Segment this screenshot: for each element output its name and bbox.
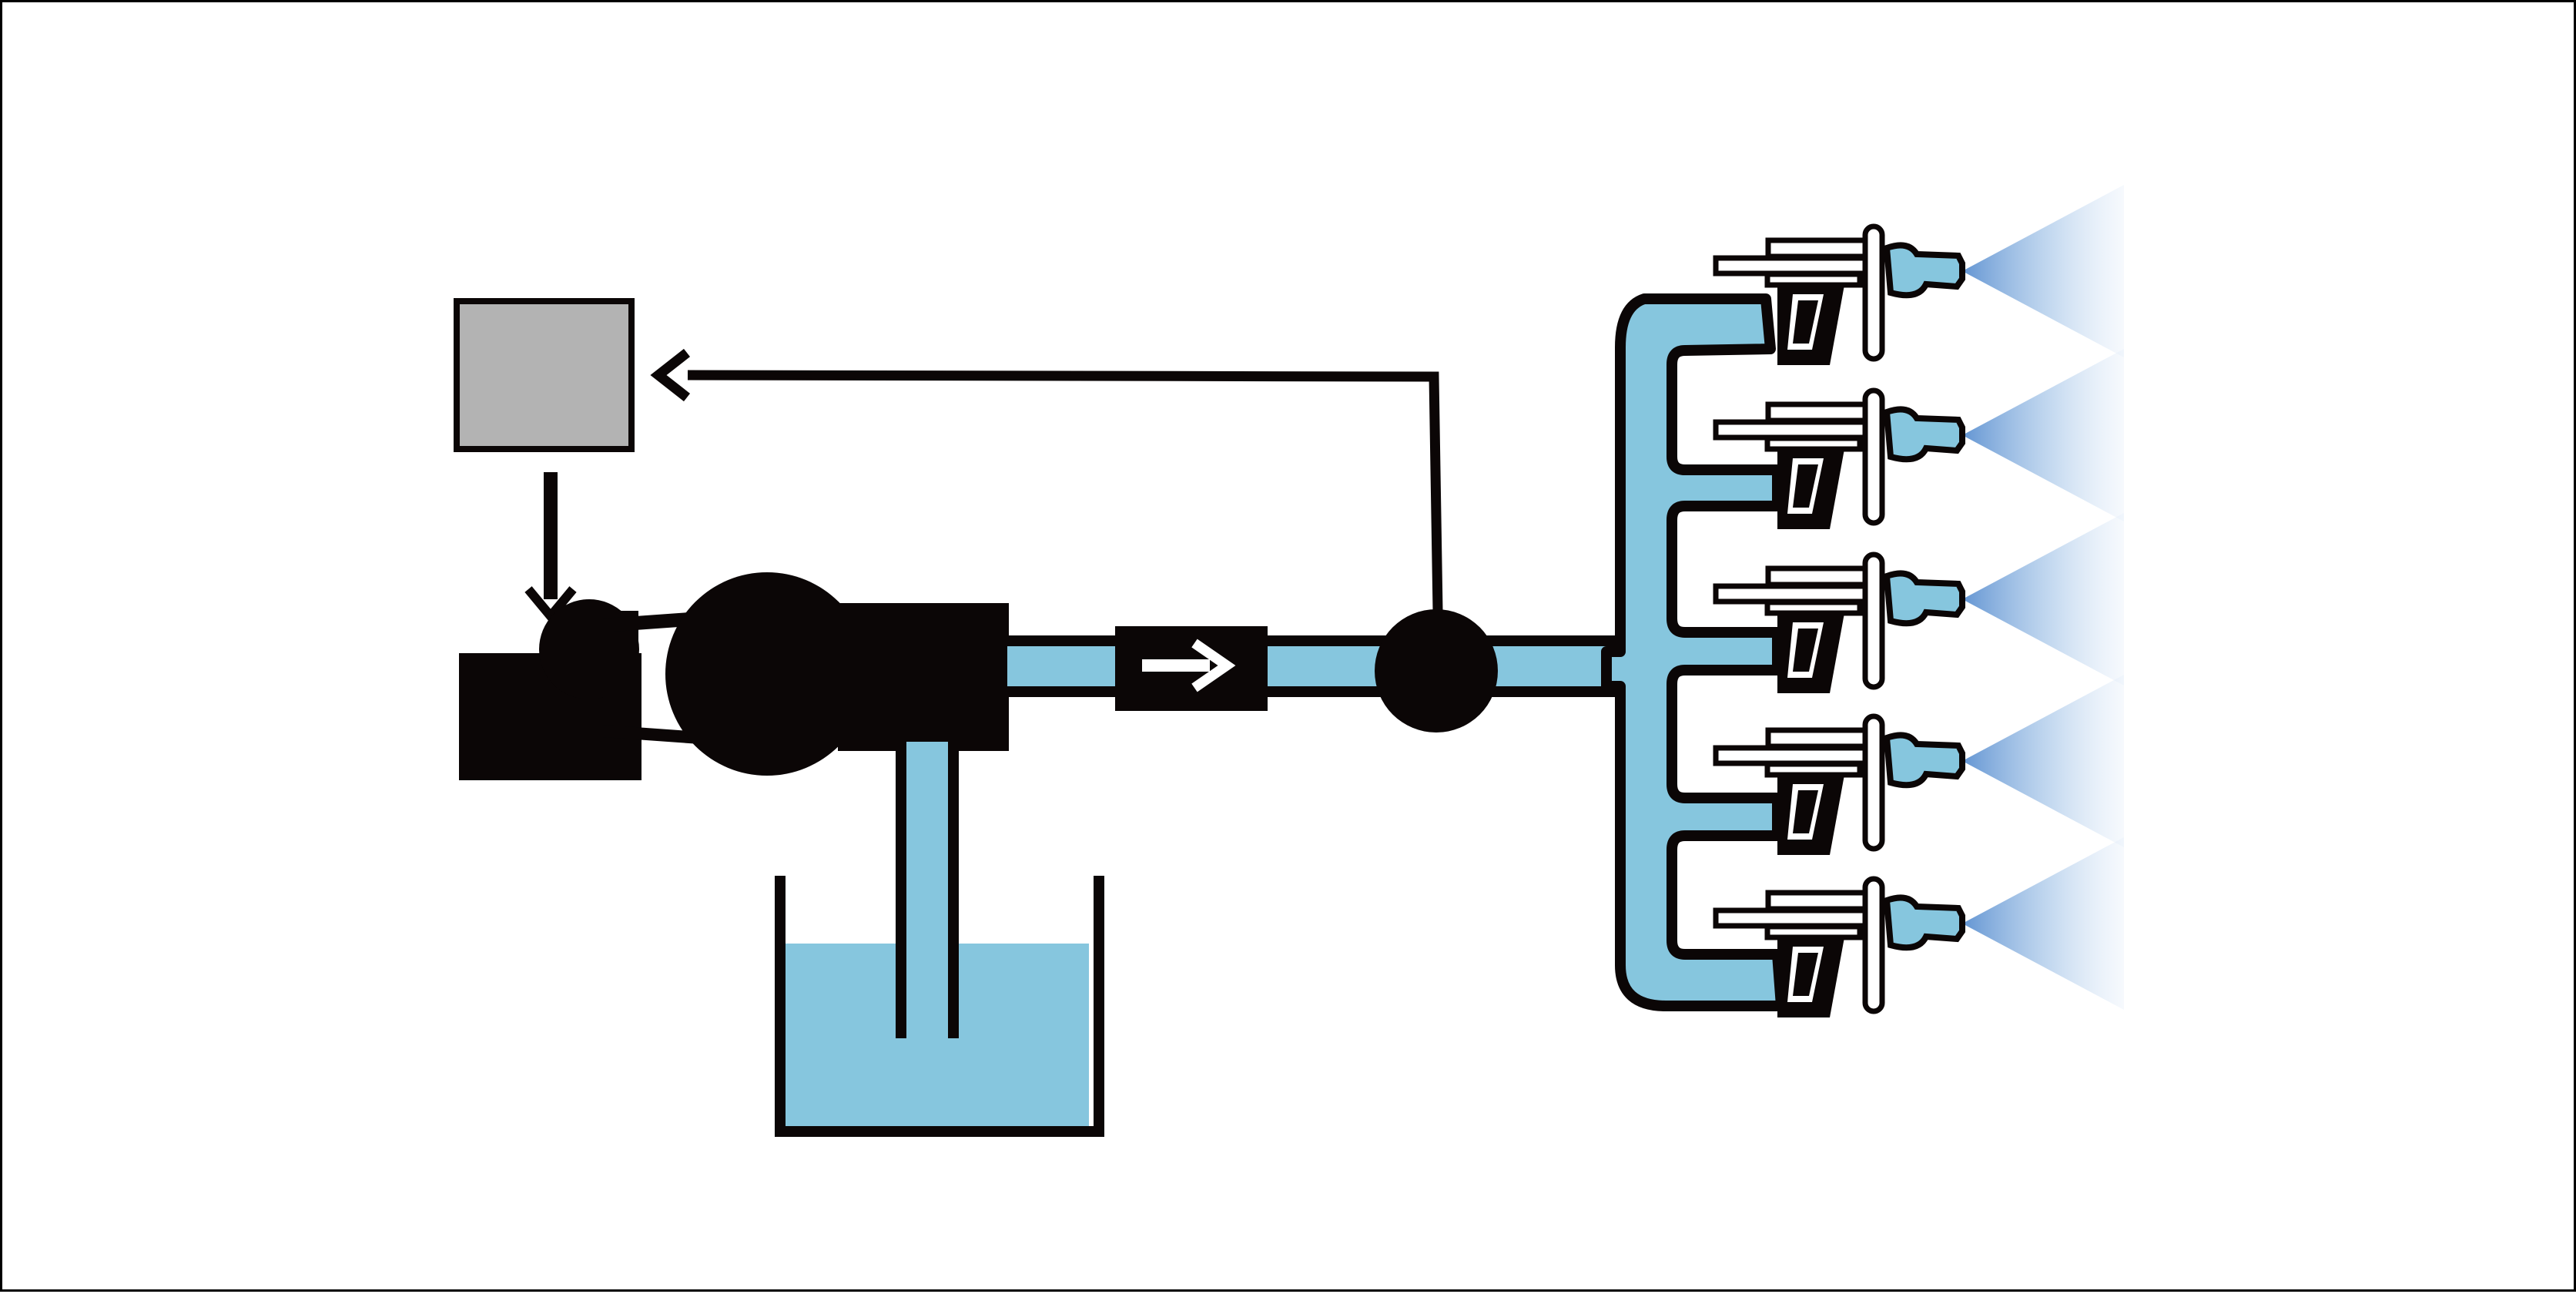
controller-box-icon bbox=[454, 298, 635, 452]
pump-icon bbox=[665, 572, 1009, 776]
control-signal-arrow bbox=[524, 472, 577, 624]
check-valve-icon bbox=[1115, 626, 1268, 711]
suction-pipe bbox=[896, 738, 959, 1038]
feedback-line bbox=[650, 348, 1443, 612]
motor-icon bbox=[459, 599, 711, 780]
distribution-manifold-icon bbox=[1601, 293, 1787, 1011]
main-pipe bbox=[1007, 635, 1635, 697]
pressure-sensor-icon bbox=[1375, 609, 1498, 732]
spray-nozzle-icon bbox=[1716, 185, 2124, 365]
